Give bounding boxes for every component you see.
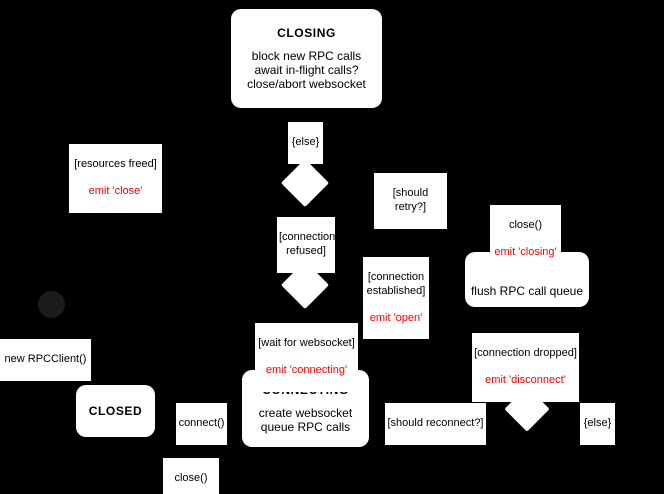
edge-action-connection-established: emit 'open' [369,311,423,324]
edge-label-connect: connect() [176,403,227,446]
edge-guard-resources-freed: [resources freed] [74,158,157,171]
edge-label-wait-for-websocket: [wait for websocket] emit 'connecting' [255,323,358,393]
edge-guard-connect: connect() [178,417,225,430]
edge-label-should-retry: [should retry?] [374,173,447,229]
edge-guard-should-retry: [should retry?] [392,187,429,213]
edge-guard-connection-refused: [connection refused] [279,231,336,257]
edge-label-resources-freed: [resources freed] emit 'close' [69,144,162,214]
state-body-closing: block new RPC calls await in-flight call… [247,48,366,92]
state-body-connecting: create websocket queue RPC calls [258,405,353,435]
edge-label-else-closing: {else} [288,122,323,165]
decision-diamond-should-retry[interactable] [280,158,330,208]
edge-label-connection-refused: [connection refused] [277,217,335,273]
start-node [38,291,65,318]
state-body-open: flush RPC call queue [470,284,584,298]
edge-guard-connection-dropped: [connection dropped] [474,347,577,360]
edge-label-new-rpcclient: new RPCClient() [0,339,91,382]
edge-action-close-closing: emit 'closing' [494,246,557,259]
edge-label-connection-dropped: [connection dropped] emit 'disconnect' [472,333,579,403]
edge-label-connection-established: [connection established] emit 'open' [363,257,429,340]
edge-action-wait-for-websocket: emit 'connecting' [265,364,348,377]
edge-guard-wait-for-websocket: [wait for websocket] [258,337,355,350]
edge-guard-close-closed: close() [174,472,208,485]
edge-guard-else-closing: {else} [291,136,320,149]
edge-guard-connection-established: [connection established] [366,271,426,297]
state-node-closed[interactable]: CLOSED [76,385,155,437]
edge-label-close-closed: close() emit 'close' [163,458,219,494]
edge-guard-new-rpcclient: new RPCClient() [4,353,87,366]
edge-guard-should-reconnect: [should reconnect?] [387,417,484,430]
edge-label-else-reconnect: {else} [580,403,615,446]
state-title-closing: CLOSING [277,25,336,40]
edge-guard-else-reconnect: {else} [583,417,612,430]
edge-guard-close-closing: close() [508,219,542,232]
state-title-closed: CLOSED [88,403,143,418]
edge-action-resources-freed: emit 'close' [88,185,143,198]
edge-label-close-closing: close() emit 'closing' [490,205,561,275]
state-node-closing[interactable]: CLOSING block new RPC calls await in-fli… [231,9,382,108]
edge-action-connection-dropped: emit 'disconnect' [485,374,566,387]
edge-label-should-reconnect: [should reconnect?] [385,403,486,446]
